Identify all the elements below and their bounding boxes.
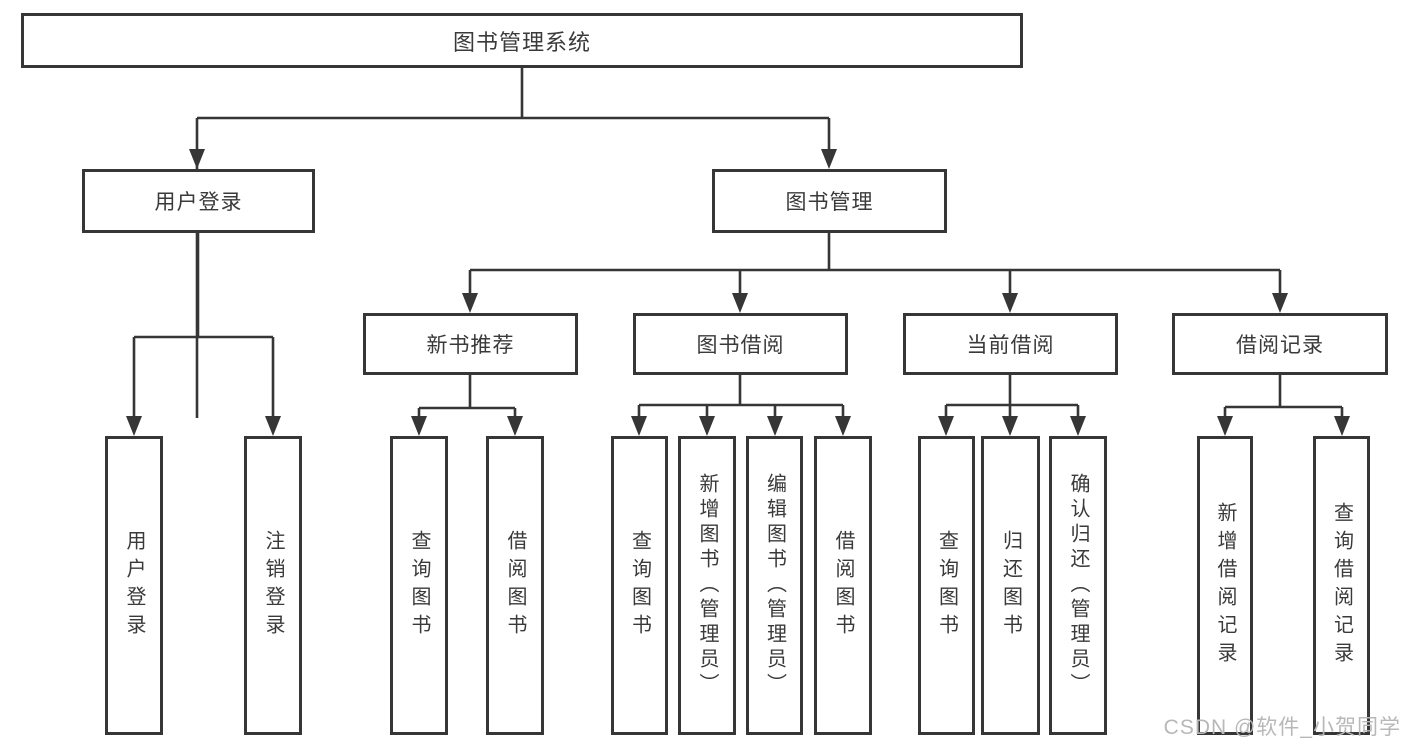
leaf-add-borrow-record: 新增借阅记录: [1197, 436, 1253, 735]
node-user-login: 用户登录: [82, 169, 315, 233]
node-label: 查询借阅记录: [1330, 501, 1353, 670]
connector-current-borrow-split: [944, 375, 1080, 418]
node-label: 用户登录: [123, 529, 145, 642]
arrowhead: [1272, 293, 1288, 313]
csdn-watermark: CSDN @软件_小贺同学: [1163, 716, 1401, 739]
node-label: 当前借阅: [966, 334, 1055, 357]
leaf-query-books-current: 查询图书: [918, 436, 975, 735]
node-book-management: 图书管理: [712, 169, 947, 233]
arrowhead: [821, 149, 837, 169]
node-label: 新书推荐: [426, 334, 515, 357]
arrowhead: [1070, 416, 1086, 436]
arrowhead: [767, 416, 783, 436]
leaf-user-login: 用户登录: [105, 436, 163, 735]
node-label: 查询图书: [628, 529, 651, 642]
leaf-query-books: 查询图书: [611, 436, 668, 735]
arrowhead: [732, 293, 748, 313]
connector-book-borrow-split: [637, 375, 845, 418]
arrowhead: [189, 149, 205, 169]
node-label: 查询图书: [408, 529, 430, 642]
leaf-add-books-admin: 新增图书（管理员）: [678, 436, 736, 735]
arrowhead: [938, 416, 954, 436]
node-label: 借阅图书: [832, 529, 854, 642]
node-label: 图书借阅: [696, 334, 785, 357]
node-label: 归还图书: [999, 529, 1022, 642]
leaf-logout: 注销登录: [244, 436, 302, 735]
node-library-management-system: 图书管理系统: [21, 13, 1023, 68]
arrowhead: [699, 416, 715, 436]
leaf-edit-books-admin: 编辑图书（管理员）: [746, 436, 803, 735]
node-label: 借阅图书: [504, 529, 526, 642]
connector-book-mgmt-to-level3: [468, 233, 1282, 295]
node-label: 图书管理系统: [452, 29, 591, 55]
leaf-query-books-recommend: 查询图书: [390, 436, 448, 735]
arrowhead: [631, 416, 647, 436]
node-book-borrowing: 图书借阅: [633, 313, 848, 375]
arrowhead: [835, 416, 851, 436]
connector-borrow-record-split: [1223, 375, 1344, 418]
node-current-borrowing: 当前借阅: [903, 313, 1118, 375]
arrowhead: [411, 416, 427, 436]
node-label: 确认归还（管理员）: [1067, 473, 1089, 698]
leaf-return-books: 归还图书: [981, 436, 1040, 735]
arrowhead: [265, 416, 281, 436]
leaf-query-borrow-record: 查询借阅记录: [1313, 436, 1370, 735]
arrowhead: [462, 293, 478, 313]
leaf-borrow-books-recommend: 借阅图书: [486, 436, 544, 735]
node-new-book-recommendation: 新书推荐: [363, 313, 578, 375]
node-label: 新增图书（管理员）: [696, 473, 718, 698]
arrowhead: [1334, 416, 1350, 436]
arrowhead: [1002, 416, 1018, 436]
node-label: 图书管理: [785, 191, 874, 214]
node-label: 新增借阅记录: [1214, 501, 1236, 670]
node-label: 编辑图书（管理员）: [763, 473, 786, 698]
arrowhead: [507, 416, 523, 436]
connector-new-book-split: [417, 375, 517, 418]
connector-user-login-split: [132, 233, 275, 418]
arrowhead: [1217, 416, 1233, 436]
node-label: 查询图书: [935, 529, 958, 642]
arrowhead: [1002, 293, 1018, 313]
node-borrow-records: 借阅记录: [1172, 313, 1388, 375]
leaf-confirm-return-admin: 确认归还（管理员）: [1049, 436, 1107, 735]
node-label: 借阅记录: [1236, 334, 1324, 357]
node-label: 用户登录: [154, 191, 243, 214]
node-label: 注销登录: [262, 529, 284, 642]
leaf-borrow-books: 借阅图书: [814, 436, 872, 735]
arrowhead: [126, 416, 142, 436]
